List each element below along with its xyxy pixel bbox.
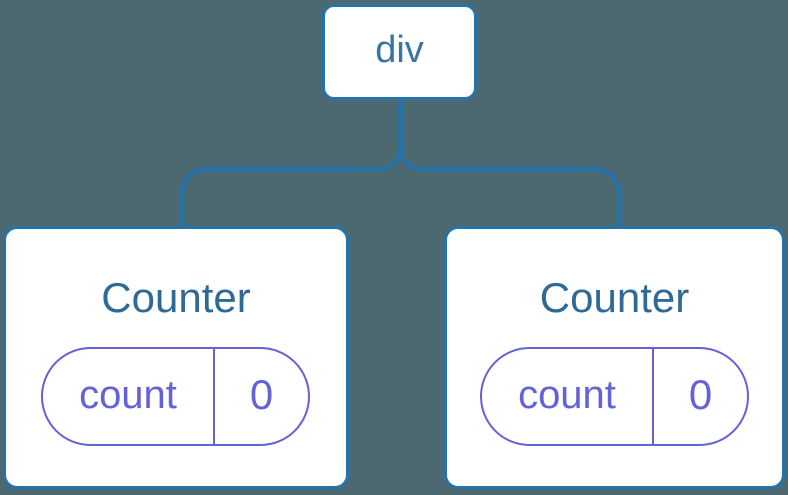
- state-key-label: count: [518, 372, 616, 417]
- state-value-cell: 0: [654, 349, 747, 444]
- root-node-label: div: [375, 29, 424, 71]
- state-key-label: count: [79, 372, 177, 417]
- state-value-label: 0: [688, 370, 713, 418]
- counter-node-right: Counter count 0: [444, 226, 785, 489]
- root-node-div: div: [322, 4, 477, 100]
- state-pill: count 0: [41, 347, 310, 446]
- counter-node-title: Counter: [539, 274, 690, 321]
- connector-right-branch: [398, 99, 622, 227]
- counter-node-left: Counter count 0: [3, 226, 349, 489]
- counter-node-title: Counter: [101, 274, 251, 321]
- state-value-cell: 0: [215, 349, 308, 444]
- state-value-label: 0: [249, 370, 274, 418]
- connector-left-branch: [179, 99, 403, 227]
- state-key-cell: count: [482, 349, 654, 444]
- state-key-cell: count: [43, 349, 215, 444]
- state-pill: count 0: [480, 347, 749, 446]
